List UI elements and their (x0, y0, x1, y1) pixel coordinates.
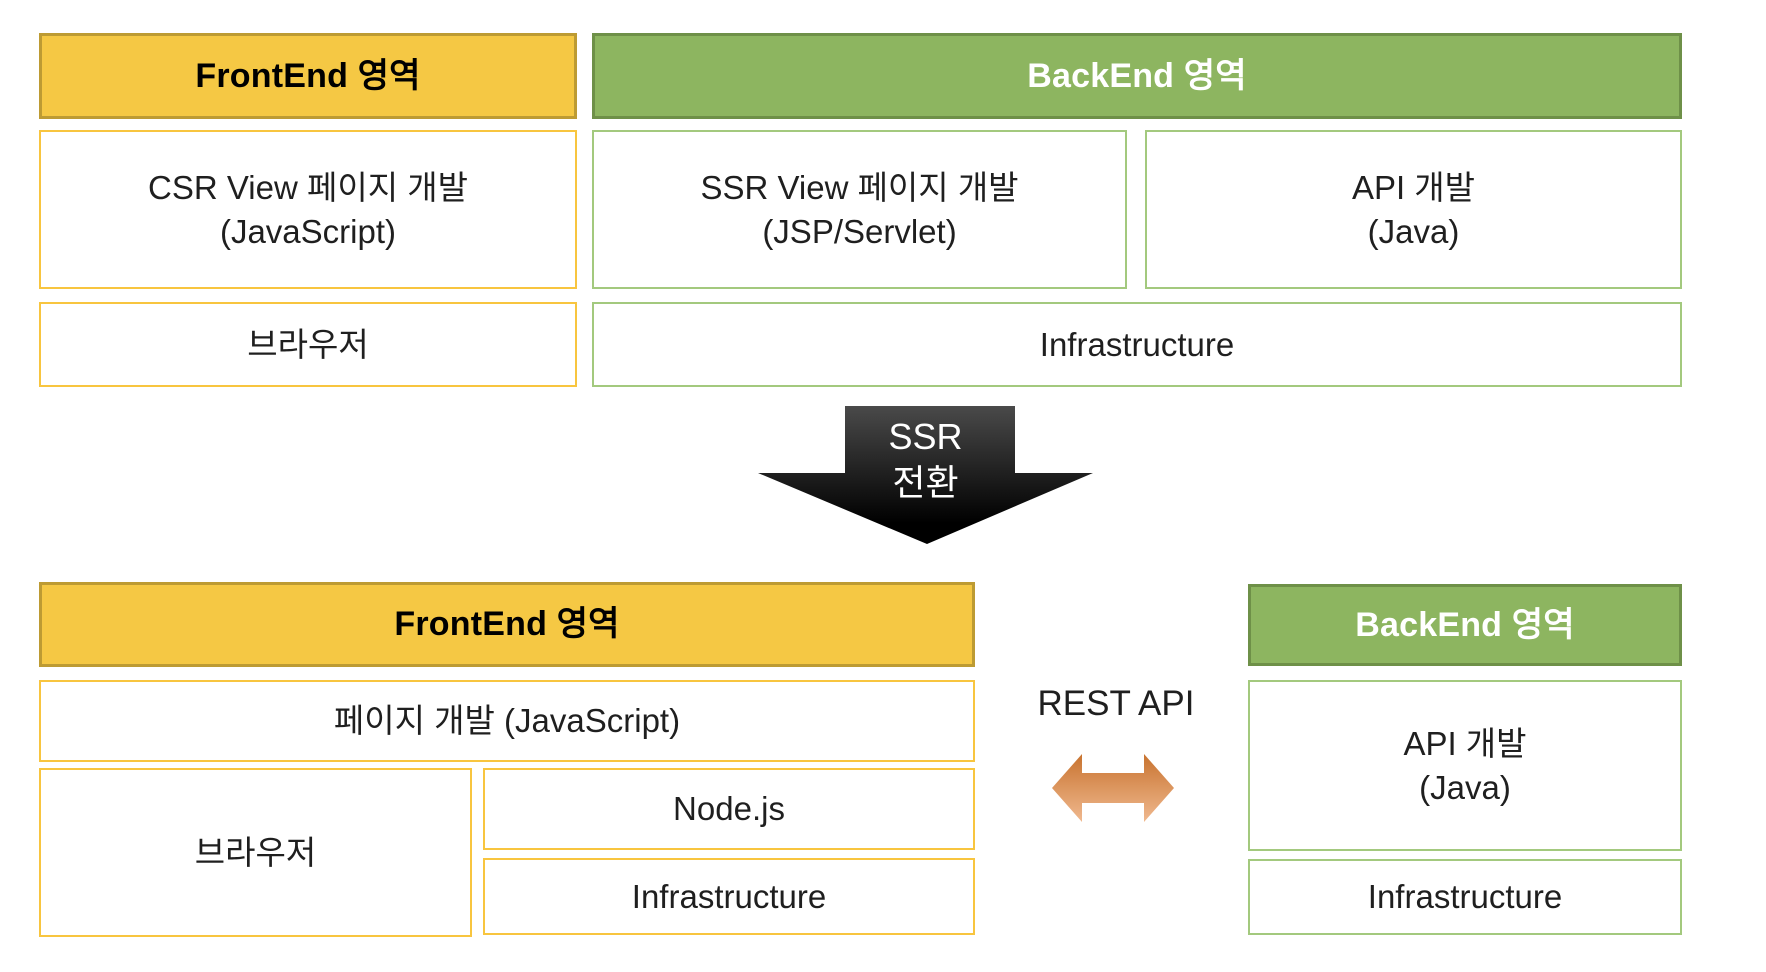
after-backend-infrastructure-box: Infrastructure (1248, 859, 1682, 935)
before-backend-header: BackEnd 영역 (592, 33, 1682, 119)
after-frontend-infrastructure-box: Infrastructure (483, 858, 975, 935)
before-infrastructure-box: Infrastructure (592, 302, 1682, 387)
after-backend-header: BackEnd 영역 (1248, 584, 1682, 666)
before-frontend-header: FrontEnd 영역 (39, 33, 577, 119)
rest-api-label: REST API (1037, 684, 1195, 723)
before-csr-view-box: CSR View 페이지 개발 (JavaScript) (39, 130, 577, 289)
before-ssr-view-box: SSR View 페이지 개발 (JSP/Servlet) (592, 130, 1127, 289)
after-api-box: API 개발 (Java) (1248, 680, 1682, 851)
before-api-box: API 개발 (Java) (1145, 130, 1682, 289)
after-frontend-header: FrontEnd 영역 (39, 582, 975, 667)
after-browser-box: 브라우저 (39, 768, 472, 937)
ssr-transition-arrow-icon (758, 406, 1093, 544)
ssr-transition-label: SSR 전환 (888, 416, 963, 504)
before-browser-box: 브라우저 (39, 302, 577, 387)
after-page-dev-box: 페이지 개발 (JavaScript) (39, 680, 975, 762)
rest-api-double-arrow-icon (1052, 754, 1174, 822)
after-nodejs-box: Node.js (483, 768, 975, 850)
